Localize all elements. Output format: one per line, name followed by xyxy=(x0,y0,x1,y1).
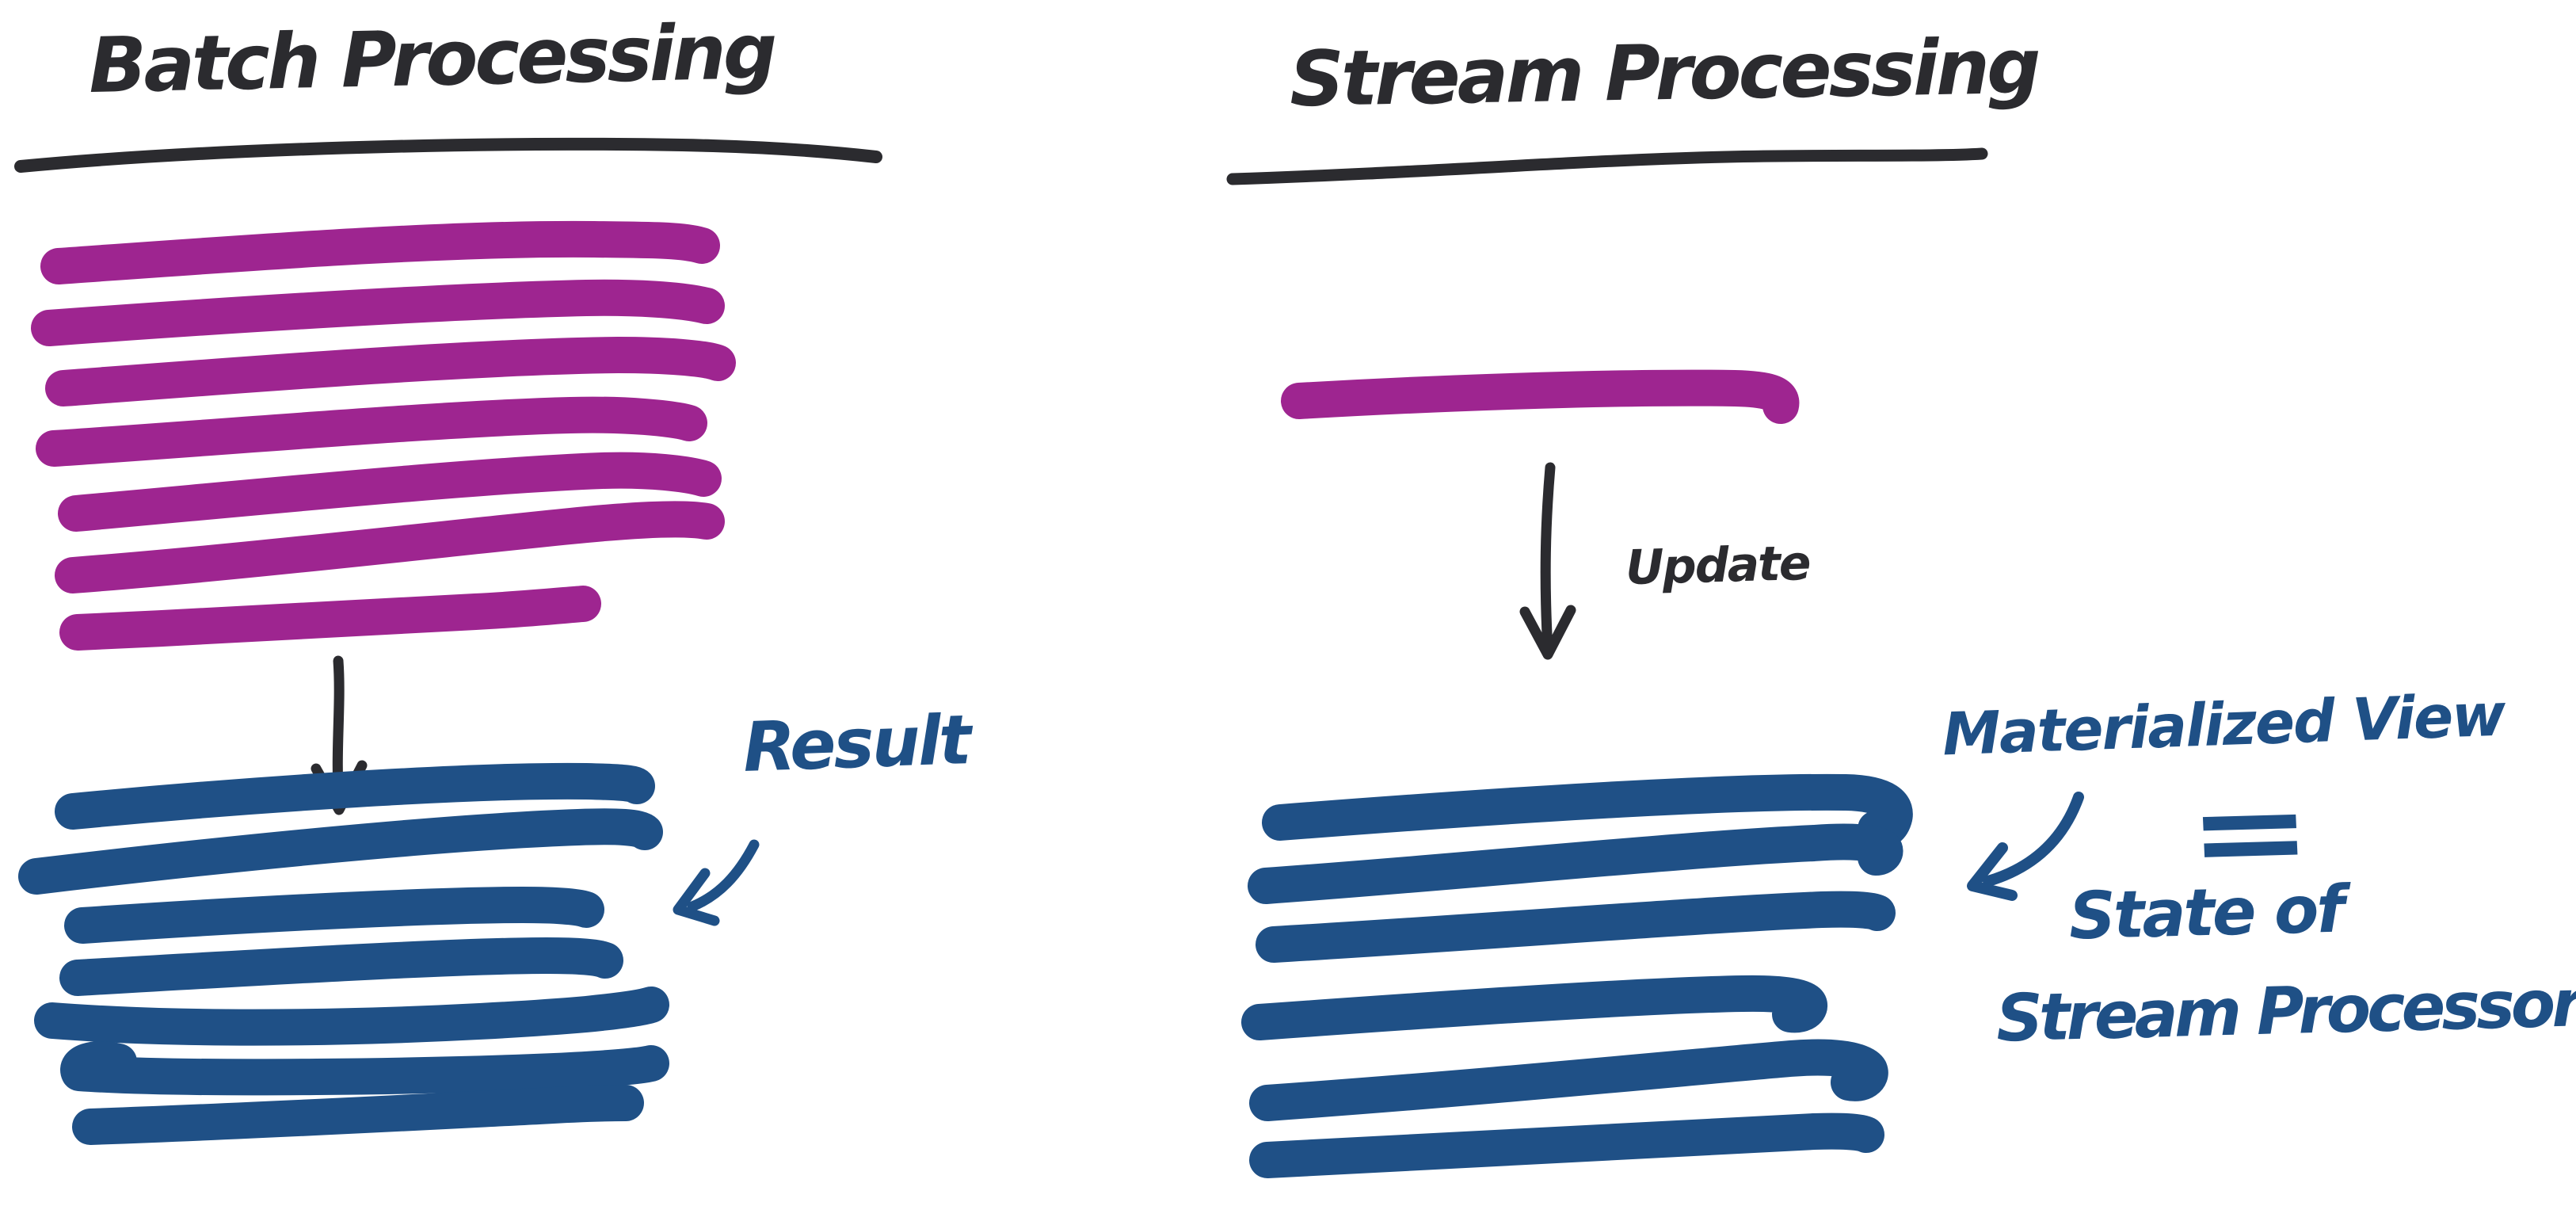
materialized-view-lines xyxy=(1241,773,1913,1178)
materialized-view-arrow xyxy=(1967,792,2084,901)
result-arrow xyxy=(673,839,760,926)
batch-processing-title: Batch Processing xyxy=(87,6,775,111)
batch-title-underline xyxy=(14,137,882,173)
state-of-label: State of xyxy=(2067,872,2344,955)
stream-processing-title: Stream Processing xyxy=(1289,21,2039,124)
batch-result-lines xyxy=(18,762,669,1145)
update-label: Update xyxy=(1625,535,1811,597)
batch-input-lines xyxy=(31,220,736,651)
stream-event-line xyxy=(1281,369,1800,424)
update-arrow-down xyxy=(1519,462,1576,660)
result-label: Result xyxy=(741,700,970,788)
stream-processor-label: Stream Processor xyxy=(1995,966,2576,1057)
stream-title-underline xyxy=(1226,147,1988,185)
